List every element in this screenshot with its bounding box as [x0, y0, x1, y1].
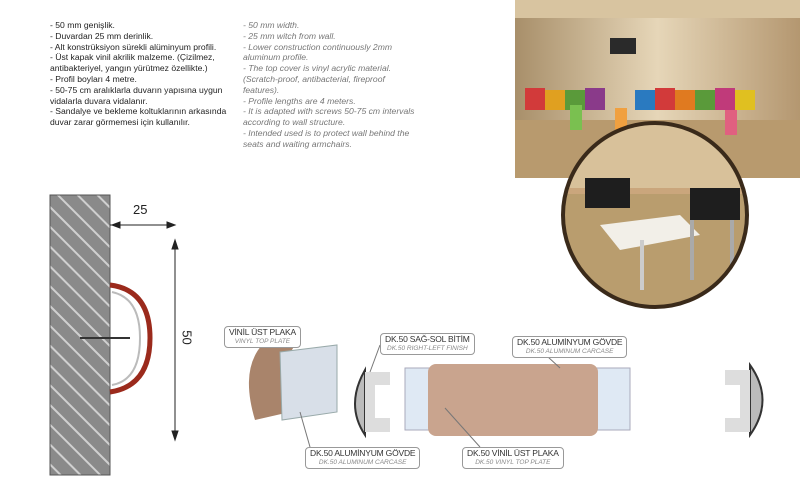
- spec-item: - Lower construction continuously 2mm al…: [243, 41, 393, 63]
- callout-right-left-finish: DK.50 SAĞ-SOL BİTİM DK.50 RIGHT-LEFT FIN…: [380, 333, 475, 355]
- waiting-room-photo: [515, 0, 800, 178]
- spec-item: - Profile lengths are 4 meters.: [243, 95, 356, 106]
- english-spec-list: - 50 mm width. - 25 mm witch from wall. …: [243, 20, 421, 150]
- spec-item: - Duvardan 25 mm derinlik.: [50, 30, 154, 41]
- spec-item: - 50-75 cm aralıklarla duvarın yapısına …: [50, 84, 223, 106]
- inset-chair-photo: [563, 123, 747, 307]
- spec-item: - Üst kapak vinil akrilik malzeme. (Çizi…: [50, 52, 215, 74]
- spec-item: - 50 mm genişlik.: [50, 20, 115, 30]
- inset-frame: [561, 121, 749, 309]
- callout-title: DK.50 ALUMİNYUM GÖVDE: [517, 337, 623, 347]
- spec-item: - Sandalye ve bekleme koltuklarının arka…: [50, 106, 227, 128]
- wall-section: [49, 194, 111, 476]
- dimension-lines: [110, 221, 179, 442]
- turkish-spec-list: - 50 mm genişlik. - Duvardan 25 mm derin…: [50, 20, 238, 128]
- spec-item: - 50 mm width.: [243, 20, 300, 30]
- callout-subtitle: DK.50 RIGHT-LEFT FINISH: [387, 345, 468, 352]
- callout-vinyl-top-plate: VİNİL ÜST PLAKA VINYL TOP PLATE: [224, 326, 301, 348]
- callout-subtitle: DK.50 ALUMINUM CARCASE: [318, 459, 407, 466]
- profile-section: [80, 282, 153, 395]
- spec-item: - The top cover is vinyl acrylic materia…: [243, 63, 392, 95]
- spec-item: - It is adapted with screws 50-75 cm int…: [243, 106, 415, 128]
- spec-item: - Alt konstrüksiyon sürekli alüminyum pr…: [50, 41, 217, 52]
- depth-dimension-label: 25: [133, 202, 148, 217]
- callout-title: VİNİL ÜST PLAKA: [229, 327, 296, 337]
- callout-aluminum-carcase-bottom: DK.50 ALUMİNYUM GÖVDE DK.50 ALUMINUM CAR…: [305, 447, 421, 469]
- callout-title: DK.50 VİNİL ÜST PLAKA: [467, 448, 559, 458]
- end-cap-right: [725, 361, 764, 439]
- spec-item: - Profil boyları 4 metre.: [50, 73, 137, 84]
- callout-subtitle: DK.50 VINYL TOP PLATE: [475, 459, 551, 466]
- callout-subtitle: DK.50 ALUMINUM CARCASE: [525, 348, 614, 355]
- callout-subtitle: VINYL TOP PLATE: [234, 338, 291, 345]
- callout-title: DK.50 SAĞ-SOL BİTİM: [385, 334, 470, 344]
- vinyl-top-plate-piece: [248, 344, 338, 421]
- height-dimension-label: 50: [179, 330, 195, 345]
- vinyl-cover-piece: [428, 364, 598, 436]
- spec-item: - Intended used is to protect wall behin…: [243, 127, 410, 149]
- callout-title: DK.50 ALUMİNYUM GÖVDE: [310, 448, 416, 458]
- spec-item: - 25 mm witch from wall.: [243, 30, 336, 41]
- callout-aluminum-carcase-top: DK.50 ALUMİNYUM GÖVDE DK.50 ALUMINUM CAR…: [512, 336, 628, 358]
- end-cap-left: [354, 366, 390, 439]
- callout-vinyl-top-plate-bottom: DK.50 VİNİL ÜST PLAKA DK.50 VINYL TOP PL…: [462, 447, 564, 469]
